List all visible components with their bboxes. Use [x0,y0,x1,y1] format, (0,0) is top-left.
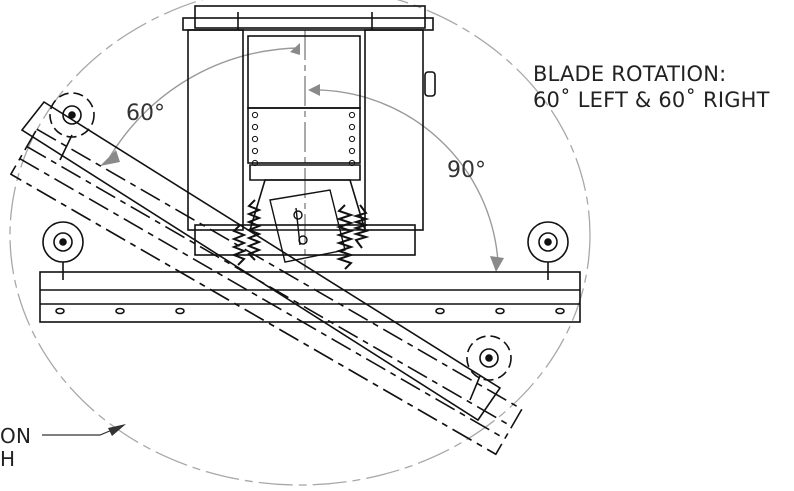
rotation-note-line2: 60˚ LEFT & 60˚ RIGHT [533,88,770,112]
rotation-note-line1: BLADE ROTATION: [533,62,727,86]
right-angle-arc [309,89,499,263]
caster-wheels [42,92,569,401]
right-angle-arrowhead-top [308,84,320,96]
left-angle-label: 60° [126,101,165,126]
springs [231,199,370,270]
bolt-holes [251,111,356,167]
rotation-sweep-circle [9,0,591,486]
angled-blade-outline [20,100,502,422]
partial-note-line2: H [0,447,16,471]
left-angle-arc [107,47,301,161]
left-angle-arrow [100,150,120,166]
right-angle-label: 90° [447,158,486,183]
leader-arrow [108,424,126,436]
center-mount [269,189,346,263]
left-angle-arrowhead-top [290,43,300,55]
right-angle-arrow [490,256,504,272]
partial-note-line1: ON [0,424,32,448]
vehicle-frame [182,5,436,256]
straight-blade [39,271,581,323]
